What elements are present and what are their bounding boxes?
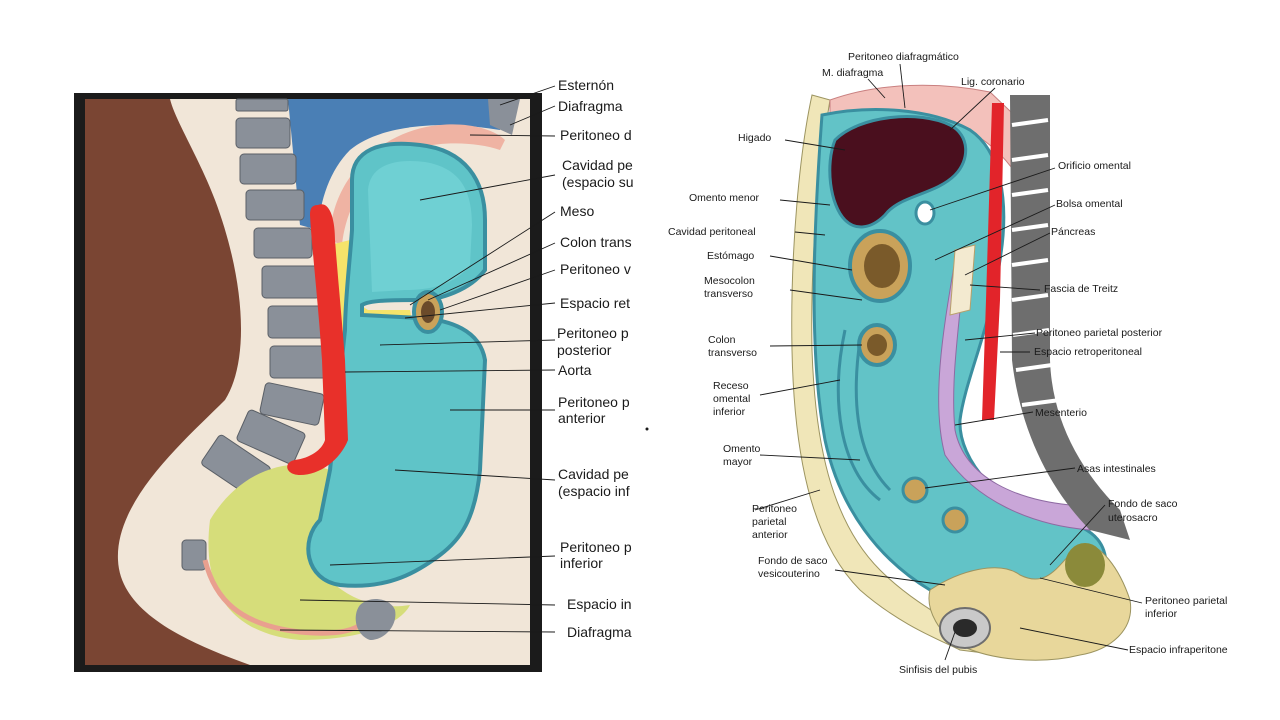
label-colon-transverso: Colon trans — [560, 234, 632, 250]
orificio-omental — [914, 200, 936, 226]
asa-intestinal-1 — [901, 476, 929, 504]
label-r-colon-1: Colon — [708, 334, 736, 346]
label-aorta: Aorta — [558, 362, 592, 378]
label-r-lig-coronario: Lig. coronario — [961, 76, 1025, 88]
label-r-espacio-retroperitoneal: Espacio retroperitoneal — [1034, 346, 1142, 358]
label-r-higado: Higado — [738, 132, 771, 144]
label-r-peritoneo-inferior-2: inferior — [1145, 608, 1178, 620]
label-cavidad-sup-1: Cavidad pe — [562, 157, 633, 173]
label-r-peritoneo-anterior-2: parietal — [752, 516, 786, 528]
right-labels: Peritoneo diafragmático M. diafragma Lig… — [668, 51, 1228, 676]
right-leader-lines — [754, 63, 1143, 661]
left-sagittal-figure — [74, 93, 542, 672]
label-r-receso-2: omental — [713, 393, 750, 405]
label-r-fondo-vesicouterino-1: Fondo de saco — [758, 555, 828, 567]
label-r-orificio-omental: Orificio omental — [1058, 160, 1131, 172]
label-peritoneo-anterior-1: Peritoneo p — [558, 394, 630, 410]
label-peritoneo-inferior-1: Peritoneo p — [560, 539, 632, 555]
higado — [828, 115, 968, 229]
label-r-sinfisis-pubis: Sinfisis del pubis — [899, 664, 977, 676]
right-sagittal-figure — [791, 84, 1132, 661]
sinfisis-pubis-core — [953, 619, 977, 637]
asa-intestinal-2 — [941, 506, 969, 534]
label-peritoneo-inferior-2: inferior — [560, 555, 603, 571]
aorta — [287, 204, 348, 476]
label-r-omento-mayor-2: mayor — [723, 456, 753, 468]
label-cavidad-sup-2: (espacio su — [562, 174, 634, 190]
label-peritoneo-diafragmatico: Peritoneo d — [560, 127, 632, 143]
label-cavidad-inf-2: (espacio inf — [558, 483, 630, 499]
label-espacio-infraperitoneal: Espacio in — [567, 596, 632, 612]
label-r-omento-mayor-1: Omento — [723, 443, 761, 455]
label-espacio-retroperitoneal: Espacio ret — [560, 295, 630, 311]
label-r-colon-2: transverso — [708, 347, 757, 359]
label-peritoneo-posterior-2: posterior — [557, 342, 612, 358]
label-r-mesenterio: Mesenterio — [1035, 407, 1087, 419]
label-cavidad-inf-1: Cavidad pe — [558, 466, 629, 482]
left-leader-lines — [279, 85, 556, 633]
label-crop-mask — [636, 70, 656, 650]
colon-transverso-lumen — [867, 334, 887, 356]
peritoneal-cavity-inner — [368, 160, 472, 292]
label-r-bolsa-omental: Bolsa omental — [1056, 198, 1123, 210]
label-r-receso-3: inferior — [713, 406, 746, 418]
label-r-omento-menor: Omento menor — [689, 192, 760, 204]
left-labels: Esternón Diafragma Peritoneo d Cavidad p… — [557, 77, 634, 640]
label-esternon: Esternón — [558, 77, 614, 93]
colon-lumen — [421, 301, 435, 323]
label-r-fondo-uterosacro-1: Fondo de saco — [1108, 498, 1178, 510]
label-r-fondo-uterosacro-2: uterosacro — [1108, 512, 1158, 524]
label-diafragma-top: Diafragma — [558, 98, 623, 114]
label-r-receso-1: Receso — [713, 380, 749, 392]
label-diafragma-bottom: Diafragma — [567, 624, 632, 640]
label-peritoneo-visceral: Peritoneo v — [560, 261, 631, 277]
sternum — [488, 99, 520, 135]
label-meso: Meso — [560, 203, 594, 219]
vertebral-column — [181, 98, 329, 571]
label-peritoneo-anterior-2: anterior — [558, 410, 606, 426]
label-r-m-diafragma: M. diafragma — [822, 67, 883, 79]
label-r-mesocolon-2: transverso — [704, 288, 753, 300]
white-abdominal-wall — [520, 99, 530, 665]
label-r-espacio-infraperitoneal: Espacio infraperitone — [1129, 644, 1228, 656]
stray-dot — [645, 427, 649, 431]
label-peritoneo-posterior-1: Peritoneo p — [557, 325, 629, 341]
label-r-asas-intestinales: Asas intestinales — [1077, 463, 1156, 475]
pancreas — [949, 244, 976, 316]
omento-mayor-folds — [836, 329, 892, 502]
uterosacral-pouch — [1065, 543, 1105, 587]
label-r-estomago: Estómago — [707, 250, 754, 262]
pubis — [355, 598, 396, 640]
label-r-mesocolon-1: Mesocolon — [704, 275, 755, 287]
label-r-peritoneo-parietal-posterior: Peritoneo parietal posterior — [1036, 327, 1163, 339]
label-r-fascia-treitz: Fascia de Treitz — [1044, 283, 1118, 295]
label-r-peritoneo-anterior-1: Peritoneo — [752, 503, 797, 515]
label-r-peritoneo-diafragmatico: Peritoneo diafragmático — [848, 51, 959, 63]
label-r-peritoneo-anterior-3: anterior — [752, 529, 788, 541]
diaphragm-region — [288, 99, 500, 230]
label-r-pancreas: Páncreas — [1051, 226, 1095, 238]
label-r-fondo-vesicouterino-2: vesicouterino — [758, 568, 820, 580]
label-r-peritoneo-inferior-1: Peritoneo parietal — [1145, 595, 1227, 607]
label-r-cavidad-peritoneal: Cavidad peritoneal — [668, 226, 756, 238]
estomago-lumen — [864, 244, 900, 288]
